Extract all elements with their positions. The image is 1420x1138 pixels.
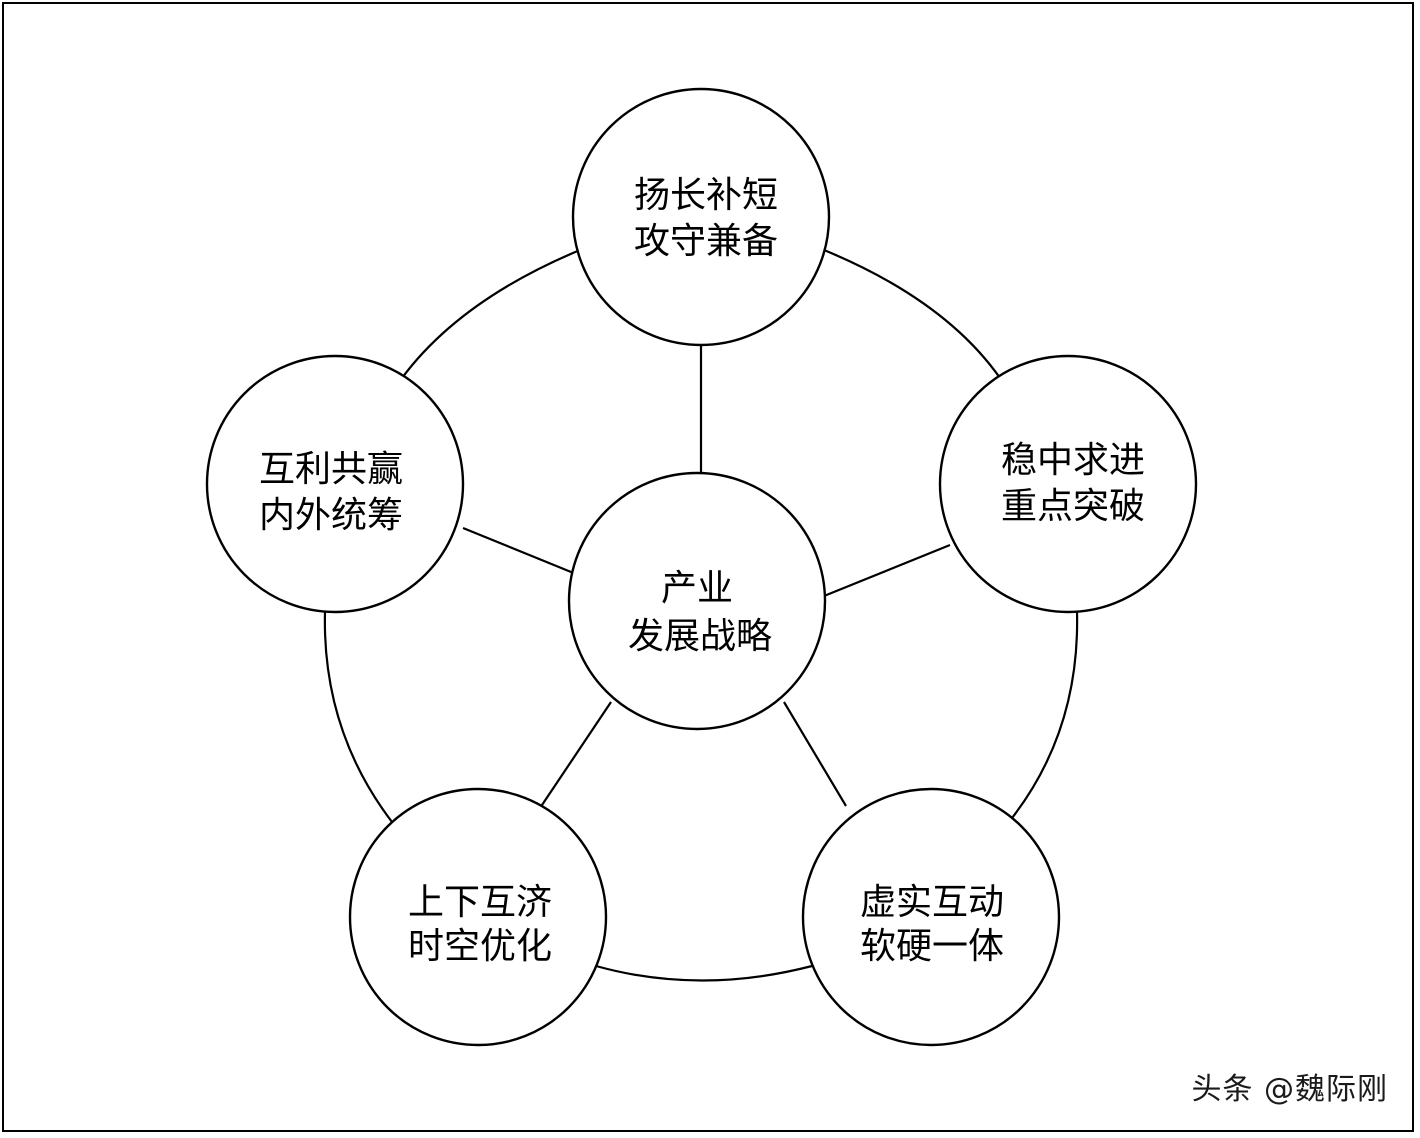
spoke-bottom-right (783, 701, 847, 807)
bottom-left-label-line1: 上下互济 (408, 882, 552, 923)
right-label-line1: 稳中求进 (1001, 440, 1145, 481)
watermark-text: 头条 @魏际刚 (1191, 1072, 1388, 1107)
bottom-right-label-line2: 软硬一体 (860, 926, 1004, 967)
node-bottom-right-circle (801, 787, 1061, 1047)
arc-right-bottomright (1011, 611, 1079, 819)
arc-top-right (823, 248, 1001, 379)
node-center-circle (567, 471, 827, 731)
center-label-line1: 产业 (661, 568, 733, 609)
spokes (462, 344, 951, 809)
bottom-right-label-line1: 虚实互动 (860, 882, 1004, 923)
bottom-left-label-line2: 时空优化 (408, 926, 552, 967)
top-label-line2: 攻守兼备 (634, 221, 778, 262)
spoke-bottom-left (539, 701, 612, 809)
left-label-line2: 内外统筹 (259, 495, 403, 536)
top-label-line1: 扬长补短 (634, 175, 778, 216)
arc-left-top (401, 248, 581, 379)
node-left-circle (205, 354, 465, 614)
node-right-circle (938, 354, 1198, 614)
circles (205, 87, 1198, 1047)
arc-bottomleft-left (323, 611, 393, 823)
outer-ring (323, 248, 1079, 982)
node-bottom-left-circle (348, 787, 608, 1047)
spoke-right (823, 543, 951, 598)
left-label-line1: 互利共赢 (259, 449, 403, 490)
labels: 产业 发展战略 扬长补短 攻守兼备 稳中求进 重点突破 虚实互动 软硬一体 上下… (259, 175, 1145, 967)
node-top-circle (571, 87, 831, 347)
arc-bottomright-bottomleft (595, 964, 813, 982)
center-label-line2: 发展战略 (628, 616, 772, 657)
right-label-line2: 重点突破 (1001, 486, 1145, 527)
spoke-left (462, 526, 577, 576)
